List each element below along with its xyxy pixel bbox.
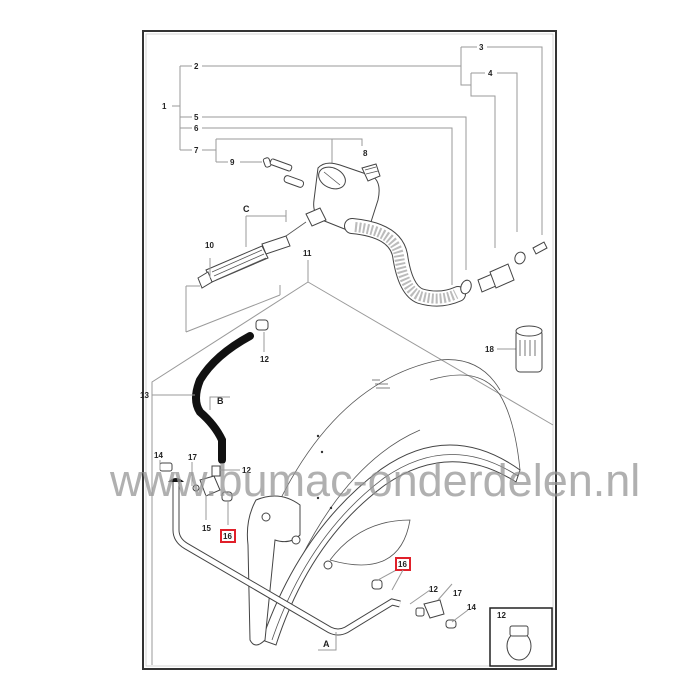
callout-12-right: 12	[429, 585, 438, 594]
black-hose-13: B	[152, 332, 254, 464]
callout-17-left: 17	[188, 453, 197, 462]
dimension-c-label: C	[243, 204, 250, 214]
callout-17-right: 17	[453, 589, 462, 598]
callout-12-mid: 12	[242, 466, 251, 475]
corrugated-hose	[344, 218, 466, 307]
hose-fittings	[460, 241, 548, 295]
callout-12-top: 12	[260, 355, 269, 364]
callout-15: 15	[202, 524, 211, 533]
callout-1: 1	[162, 102, 167, 111]
callout-12-inset: 12	[497, 611, 506, 620]
callout-3: 3	[479, 43, 484, 52]
callout-13: 13	[140, 391, 149, 400]
dimension-b-label: B	[217, 396, 224, 406]
nozzle-fittings-right	[371, 579, 457, 629]
callout-11: 11	[303, 249, 312, 258]
callout-16-right-highlighted[interactable]: 16	[398, 560, 407, 569]
callout-18: 18	[485, 345, 494, 354]
callout-7: 7	[194, 146, 199, 155]
callout-8: 8	[363, 149, 368, 158]
water-valve-assembly	[262, 157, 381, 234]
callout-10: 10	[205, 241, 214, 250]
watermark-text: www.bumac-onderdelen.nl	[110, 455, 641, 506]
blade-guard-part-11	[151, 260, 554, 665]
callout-2: 2	[194, 62, 199, 71]
dimension-a-label: A	[323, 639, 330, 649]
clamp-12-top	[255, 319, 269, 352]
tee-fitting-15	[159, 462, 233, 502]
filter-part-10: C	[185, 204, 307, 333]
coupling-part-18	[497, 325, 543, 373]
callout-14-left: 14	[154, 451, 163, 460]
callout-5: 5	[194, 113, 199, 122]
water-pipe-a: A	[168, 478, 401, 651]
callout-4: 4	[488, 69, 493, 78]
leader-lines	[172, 46, 543, 285]
diagram-frame	[142, 30, 557, 670]
callout-16-left-highlighted[interactable]: 16	[223, 532, 232, 541]
callout-9: 9	[230, 158, 235, 167]
inset-hose-clamp	[489, 607, 553, 667]
callout-6: 6	[194, 124, 199, 133]
callout-14-right: 14	[467, 603, 476, 612]
